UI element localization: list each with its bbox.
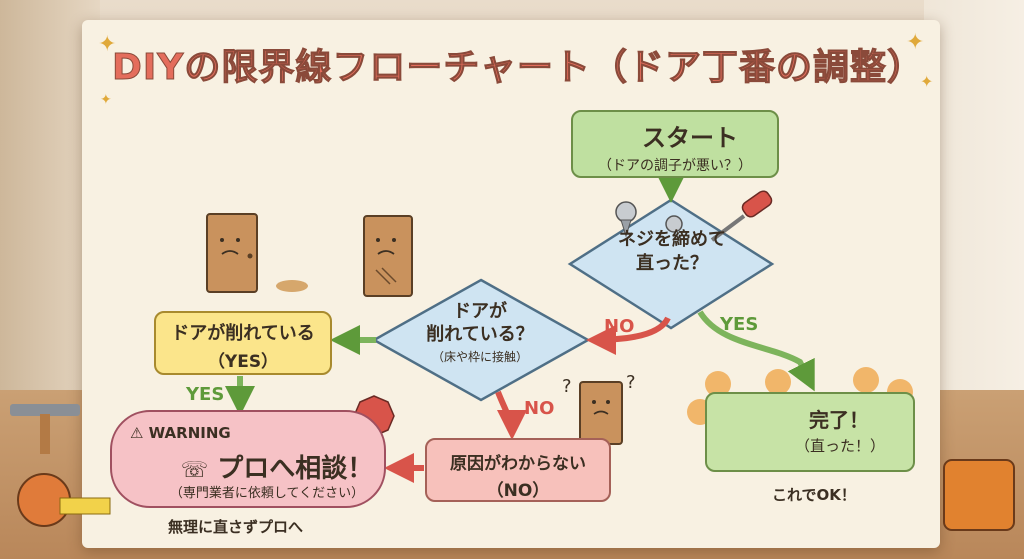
unknown-cause-label: 原因がわからない (450, 454, 586, 474)
screw-icon (615, 201, 683, 238)
start-sublabel: （ドアの調子が悪い？） (598, 158, 752, 174)
svg-text:?: ? (562, 376, 572, 397)
level-tool-icon (943, 459, 1015, 531)
door-illustration-confused (579, 381, 623, 445)
sparkle-icon: ✦ (920, 72, 934, 91)
done-caption: これでOK！ (772, 486, 856, 504)
tape-measure-icon (17, 473, 111, 527)
phone-icon: ☏ (180, 458, 209, 483)
done-label: 完了！ (809, 408, 869, 432)
workshop-window-right (924, 0, 1024, 400)
svg-text:?: ? (626, 372, 636, 393)
door-illustration-sad (206, 213, 308, 293)
scraped-yes-node: ドアが削れている （YES） (154, 311, 332, 375)
arrow-scraped-no (495, 390, 527, 440)
edge-label-scraped-yes: YES (186, 384, 225, 405)
decision-screw-line2: 直った？ (636, 253, 708, 274)
consult-pro-sublabel: （専門業者に依頼してください） (169, 486, 365, 501)
start-label: スタート (642, 124, 738, 152)
sparkle-icon: ✦ (906, 30, 925, 55)
sparkle-icon: ✦ (98, 32, 117, 57)
warning-text: WARNING (148, 424, 231, 442)
page-title: DIYの限界線フローチャート（ドア丁番の調整） (112, 47, 924, 89)
arrow-screw-no (586, 316, 671, 355)
consult-pro-label: ☏ プロへ相談！ (172, 448, 382, 485)
arrow-screw-yes (697, 310, 815, 392)
warning-label: ⚠ WARNING (130, 424, 231, 442)
start-node: スタート （ドアの調子が悪い？） (571, 110, 779, 178)
unknown-cause-sublabel: （NO） (486, 481, 550, 501)
unknown-cause-node: 原因がわからない （NO） (425, 438, 611, 502)
door-illustration-scraped (363, 215, 413, 297)
decision-scraped-line2: 削れている？ (426, 324, 534, 345)
done-sublabel: （直った！） (794, 437, 885, 455)
consult-pro-node: ⚠ WARNING ☏ プロへ相談！ （専門業者に依頼してください） (110, 410, 386, 508)
decision-screw-text: ネジを締めて 直った？ (612, 228, 732, 276)
done-node: 完了！ （直った！） (705, 392, 915, 472)
decision-screw-line1: ネジを締めて (618, 229, 726, 250)
screwdriver-icon (710, 190, 773, 242)
consult-pro-text: プロへ相談！ (217, 454, 374, 484)
scraped-yes-label: ドアが削れている (171, 323, 315, 344)
hammer-icon (10, 404, 80, 454)
sparkle-icon: ✦ (100, 92, 112, 108)
pro-caption: 無理に直さずプロへ (168, 518, 304, 536)
scraped-yes-sublabel: （YES） (207, 352, 279, 372)
decision-scraped-line1: ドアが (453, 301, 507, 322)
edge-label-scraped-no: NO (524, 398, 555, 419)
edge-label-screw-no: NO (604, 316, 635, 337)
edge-label-screw-yes: YES (720, 314, 759, 335)
decision-scraped-line3: （床や枠に接触） (431, 350, 528, 364)
decision-scraped-text: ドアが 削れている？ （床や枠に接触） (405, 300, 555, 369)
decision-diamond-scraped (371, 278, 591, 402)
